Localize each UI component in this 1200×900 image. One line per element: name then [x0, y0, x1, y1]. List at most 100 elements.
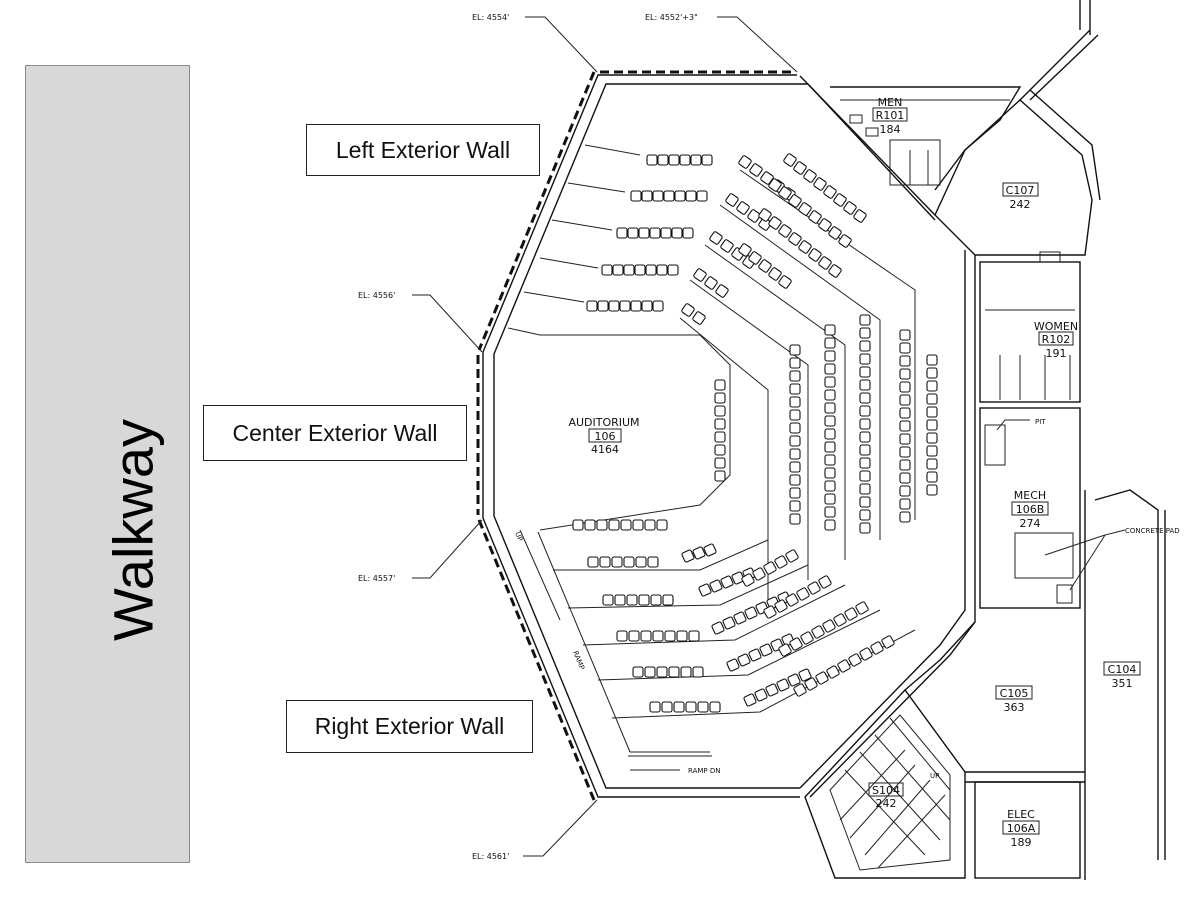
seat [859, 509, 871, 521]
seat [619, 300, 631, 312]
seat [692, 311, 706, 325]
women-restroom [979, 251, 1081, 403]
seat [657, 154, 669, 166]
seat [828, 264, 842, 278]
women-area: 191 [1046, 347, 1067, 360]
seat [681, 303, 695, 317]
seat [926, 393, 938, 405]
seat [899, 342, 911, 354]
seat [899, 381, 911, 393]
seat [824, 480, 836, 492]
seat [899, 394, 911, 406]
seat [641, 190, 653, 202]
seat [843, 201, 857, 215]
auditorium-east-walls [799, 75, 976, 798]
seat [715, 284, 729, 298]
seat [765, 683, 779, 697]
seat [859, 366, 871, 378]
men-area: 184 [880, 123, 901, 136]
seat [789, 487, 801, 499]
seat [587, 556, 599, 568]
seat [747, 209, 761, 223]
seat [703, 543, 717, 557]
c104-area: 351 [1112, 677, 1133, 690]
elevation-bottom: EL: 4561' [472, 852, 509, 861]
seat [859, 483, 871, 495]
seat [656, 264, 668, 276]
room-labels: AUDITORIUM 106 4164 MEN R101 184 C107 24… [568, 96, 1141, 849]
seat [789, 435, 801, 447]
auditorium-number: 106 [595, 430, 616, 443]
seat [776, 678, 790, 692]
seat [833, 613, 847, 627]
seat [692, 546, 706, 560]
seat [759, 643, 773, 657]
seat [627, 227, 639, 239]
mech-room [979, 407, 1081, 609]
seat [824, 402, 836, 414]
seat [726, 658, 740, 672]
seat [754, 688, 768, 702]
seat [709, 231, 723, 245]
seat [623, 556, 635, 568]
seat [586, 300, 598, 312]
stairwell [804, 688, 966, 879]
seat [824, 363, 836, 375]
stage-outline [507, 327, 731, 771]
seat [758, 208, 772, 222]
c104-number: C104 [1108, 663, 1137, 676]
seat [645, 264, 657, 276]
seat [714, 379, 726, 391]
seat [824, 467, 836, 479]
seat [815, 671, 829, 685]
seat [640, 630, 652, 642]
seat [584, 519, 596, 531]
left-exterior-wall-callout: Left Exterior Wall [306, 124, 540, 176]
concrete-pad-note: CONCRETE PAD [1125, 527, 1180, 535]
seat [644, 519, 656, 531]
seat [763, 605, 777, 619]
c107-room [934, 0, 1101, 256]
seat [926, 471, 938, 483]
seat [693, 268, 707, 282]
seat [787, 673, 801, 687]
s104-area: 242 [876, 797, 897, 810]
seat [652, 190, 664, 202]
seat [859, 647, 873, 661]
women-number: R102 [1042, 333, 1071, 346]
women-name: WOMEN [1034, 320, 1078, 333]
seat [789, 474, 801, 486]
c105-number: C105 [1000, 687, 1029, 700]
seat [848, 653, 862, 667]
seat [748, 251, 762, 265]
mech-area: 274 [1020, 517, 1041, 530]
seat [676, 630, 688, 642]
seat [749, 163, 763, 177]
aisle-lines [523, 144, 916, 719]
elevation-middle-lower: EL: 4557' [358, 574, 395, 583]
seat [789, 500, 801, 512]
seat [859, 470, 871, 482]
seat [748, 648, 762, 662]
seat [679, 154, 691, 166]
seat [789, 461, 801, 473]
seat [859, 327, 871, 339]
seat [808, 210, 822, 224]
seat [682, 227, 694, 239]
elec-name: ELEC [1007, 808, 1035, 821]
center-exterior-wall-label: Center Exterior Wall [232, 419, 438, 446]
seat [649, 701, 661, 713]
seat [611, 556, 623, 568]
ramp-note: RAMP [571, 650, 586, 671]
seat [899, 329, 911, 341]
ramp-up-note: UP [513, 531, 524, 543]
seat [778, 643, 792, 657]
seat [824, 454, 836, 466]
seat [714, 457, 726, 469]
seat [788, 194, 802, 208]
seat [793, 683, 807, 697]
seat [630, 190, 642, 202]
pit-note: PIT [1035, 418, 1046, 426]
seat [823, 185, 837, 199]
